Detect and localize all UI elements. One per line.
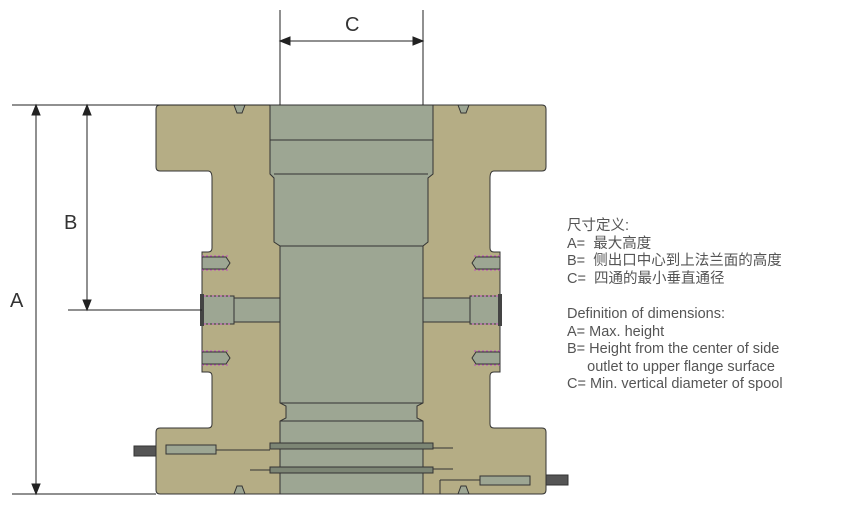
legend-cn-title: 尺寸定义: xyxy=(567,218,630,234)
dimension-legend: 尺寸定义: A= 最大高度 B= 侧出口中心到上法兰面的高度 C= 四通的最小垂… xyxy=(567,218,783,394)
dimension-label-c: C xyxy=(345,14,360,36)
test-port-lines xyxy=(133,442,569,494)
legend-cn-c: C= 四通的最小垂直通径 xyxy=(567,270,725,287)
dimension-label-a: A xyxy=(10,290,24,312)
dimension-label-b: B xyxy=(64,212,78,234)
dimension-lines xyxy=(12,10,425,496)
legend-en-b: B= Height from the center of side xyxy=(567,341,780,357)
legend-en-a: A= Max. height xyxy=(567,323,665,340)
legend-cn-a: A= 最大高度 xyxy=(567,235,652,252)
legend-en-c: C= Min. vertical diameter of spool xyxy=(567,376,783,392)
legend-en-title: Definition of dimensions: xyxy=(567,306,725,322)
legend-cn-b: B= 侧出口中心到上法兰面的高度 xyxy=(567,253,782,269)
legend-en-b2: outlet to upper flange surface xyxy=(567,358,775,375)
bore xyxy=(269,104,434,495)
